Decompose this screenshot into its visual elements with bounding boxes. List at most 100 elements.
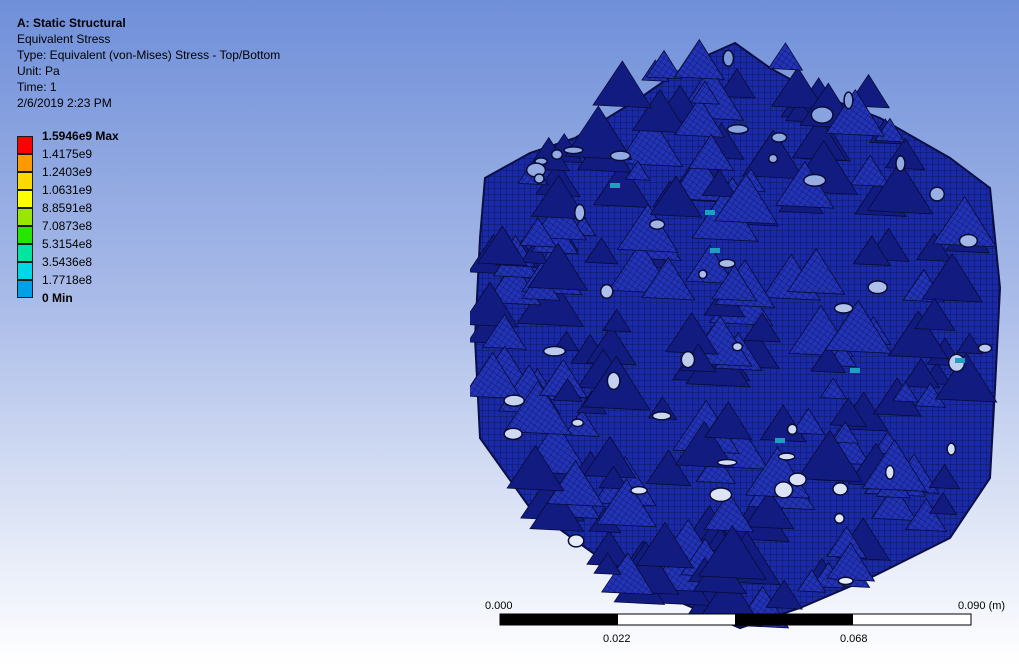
- lattice-opening: [716, 458, 738, 467]
- stress-hotspot: [775, 438, 785, 443]
- analysis-title: A: Static Structural: [17, 16, 126, 30]
- lattice-opening: [788, 472, 807, 487]
- stress-hotspot: [705, 210, 715, 215]
- scale-bar-segment: [735, 614, 853, 625]
- mesh-facet: [674, 96, 726, 138]
- mesh-facet: [506, 444, 565, 492]
- mesh-facets: [470, 38, 998, 629]
- legend-swatch: [17, 226, 33, 244]
- mesh-facet: [635, 521, 695, 569]
- mesh-facet: [520, 240, 550, 265]
- mesh-facet: [914, 297, 956, 331]
- lattice-opening: [946, 442, 957, 456]
- mesh-facet: [553, 330, 580, 352]
- mesh-facet: [765, 579, 803, 610]
- mesh-facet: [695, 451, 736, 484]
- result-info-panel: A: Static Structural Equivalent Stress T…: [17, 15, 280, 111]
- mesh-facet: [797, 569, 827, 593]
- lattice-opening: [770, 132, 788, 143]
- mesh-facet: [915, 232, 953, 262]
- mesh-facet: [527, 242, 589, 291]
- mesh-facet: [584, 237, 619, 265]
- lattice-opening: [550, 149, 564, 160]
- mesh-facet: [592, 60, 653, 109]
- mesh-facet: [470, 351, 523, 400]
- mesh-facet: [530, 174, 587, 220]
- lattice-opening: [810, 106, 834, 124]
- mesh-facet: [617, 114, 684, 167]
- mesh-facet: [771, 66, 825, 110]
- mesh-facet: [711, 264, 758, 302]
- legend-label: 8.8591e8: [42, 201, 93, 215]
- legend-label: 1.4175e9: [42, 147, 93, 161]
- mesh-facet: [767, 42, 804, 71]
- mesh-facet: [797, 429, 863, 483]
- lattice-opening: [833, 512, 845, 524]
- mesh-facet: [902, 357, 941, 389]
- mesh-facet: [470, 281, 519, 328]
- mesh-facet: [744, 489, 795, 530]
- legend-swatch: [17, 244, 33, 262]
- mesh-facet: [602, 308, 632, 333]
- lattice-mesh-model[interactable]: [470, 38, 1005, 630]
- legend-label: 1.0631e9: [42, 183, 93, 197]
- mesh-facet: [546, 459, 605, 507]
- mesh-facet: [852, 235, 891, 267]
- mesh-facet: [476, 225, 528, 266]
- lattice-opening: [726, 124, 749, 135]
- mesh-facet: [649, 175, 703, 218]
- lattice-opening: [718, 258, 736, 269]
- mesh-facet: [866, 160, 934, 215]
- lattice-opening: [563, 146, 584, 155]
- lattice-opening: [571, 418, 585, 428]
- mesh-facet: [892, 381, 919, 403]
- legend-swatch: [17, 136, 33, 154]
- mesh-facet: [645, 49, 683, 80]
- legend-label: 3.5436e8: [42, 255, 93, 269]
- scale-end-value: 0.090: [958, 600, 986, 612]
- lattice-opening: [630, 485, 648, 496]
- mesh-facet: [934, 352, 998, 403]
- lattice-opening: [709, 487, 733, 503]
- mesh-facet: [592, 161, 652, 208]
- legend-label: 5.3154e8: [42, 237, 93, 251]
- legend-swatch: [17, 262, 33, 280]
- mesh-facet: [849, 154, 891, 188]
- lattice-opening: [722, 49, 735, 68]
- legend-label: 1.5946e9 Max: [42, 129, 119, 143]
- lattice-opening: [503, 394, 525, 407]
- lattice-opening: [867, 280, 889, 295]
- legend-label: 1.2403e9: [42, 165, 93, 179]
- scale-label-mid1: 0.022: [603, 633, 631, 645]
- stress-hotspot: [955, 358, 965, 363]
- lattice-opening: [833, 302, 854, 314]
- mesh-facet: [928, 492, 958, 515]
- mesh-facet: [810, 344, 847, 374]
- result-name: Equivalent Stress: [17, 32, 111, 46]
- mesh-facet: [928, 463, 961, 490]
- lattice-opening: [567, 533, 585, 548]
- mesh-facet: [825, 89, 886, 137]
- mesh-facet: [518, 216, 558, 248]
- lattice-opening: [773, 481, 794, 499]
- mesh-facet: [529, 487, 585, 532]
- lattice-opening: [599, 283, 614, 300]
- scale-label-start: 0.000: [485, 600, 513, 612]
- scale-label-mid2: 0.068: [840, 633, 868, 645]
- legend-swatch: [17, 208, 33, 226]
- mesh-facet: [598, 465, 629, 490]
- stress-hotspot: [850, 368, 860, 373]
- mesh-facet: [533, 197, 587, 241]
- lattice-opening: [929, 186, 946, 202]
- lattice-opening: [680, 350, 696, 369]
- stress-hotspot: [710, 248, 720, 253]
- lattice-opening: [958, 233, 979, 248]
- mesh-facet: [831, 421, 860, 444]
- lattice-opening: [767, 153, 779, 164]
- lattice-opening: [731, 341, 744, 352]
- mesh-facet: [641, 256, 696, 301]
- mesh-facet: [921, 253, 984, 303]
- scale-bar: [499, 613, 972, 626]
- mesh-facet: [861, 439, 928, 492]
- mesh-facet: [743, 312, 782, 343]
